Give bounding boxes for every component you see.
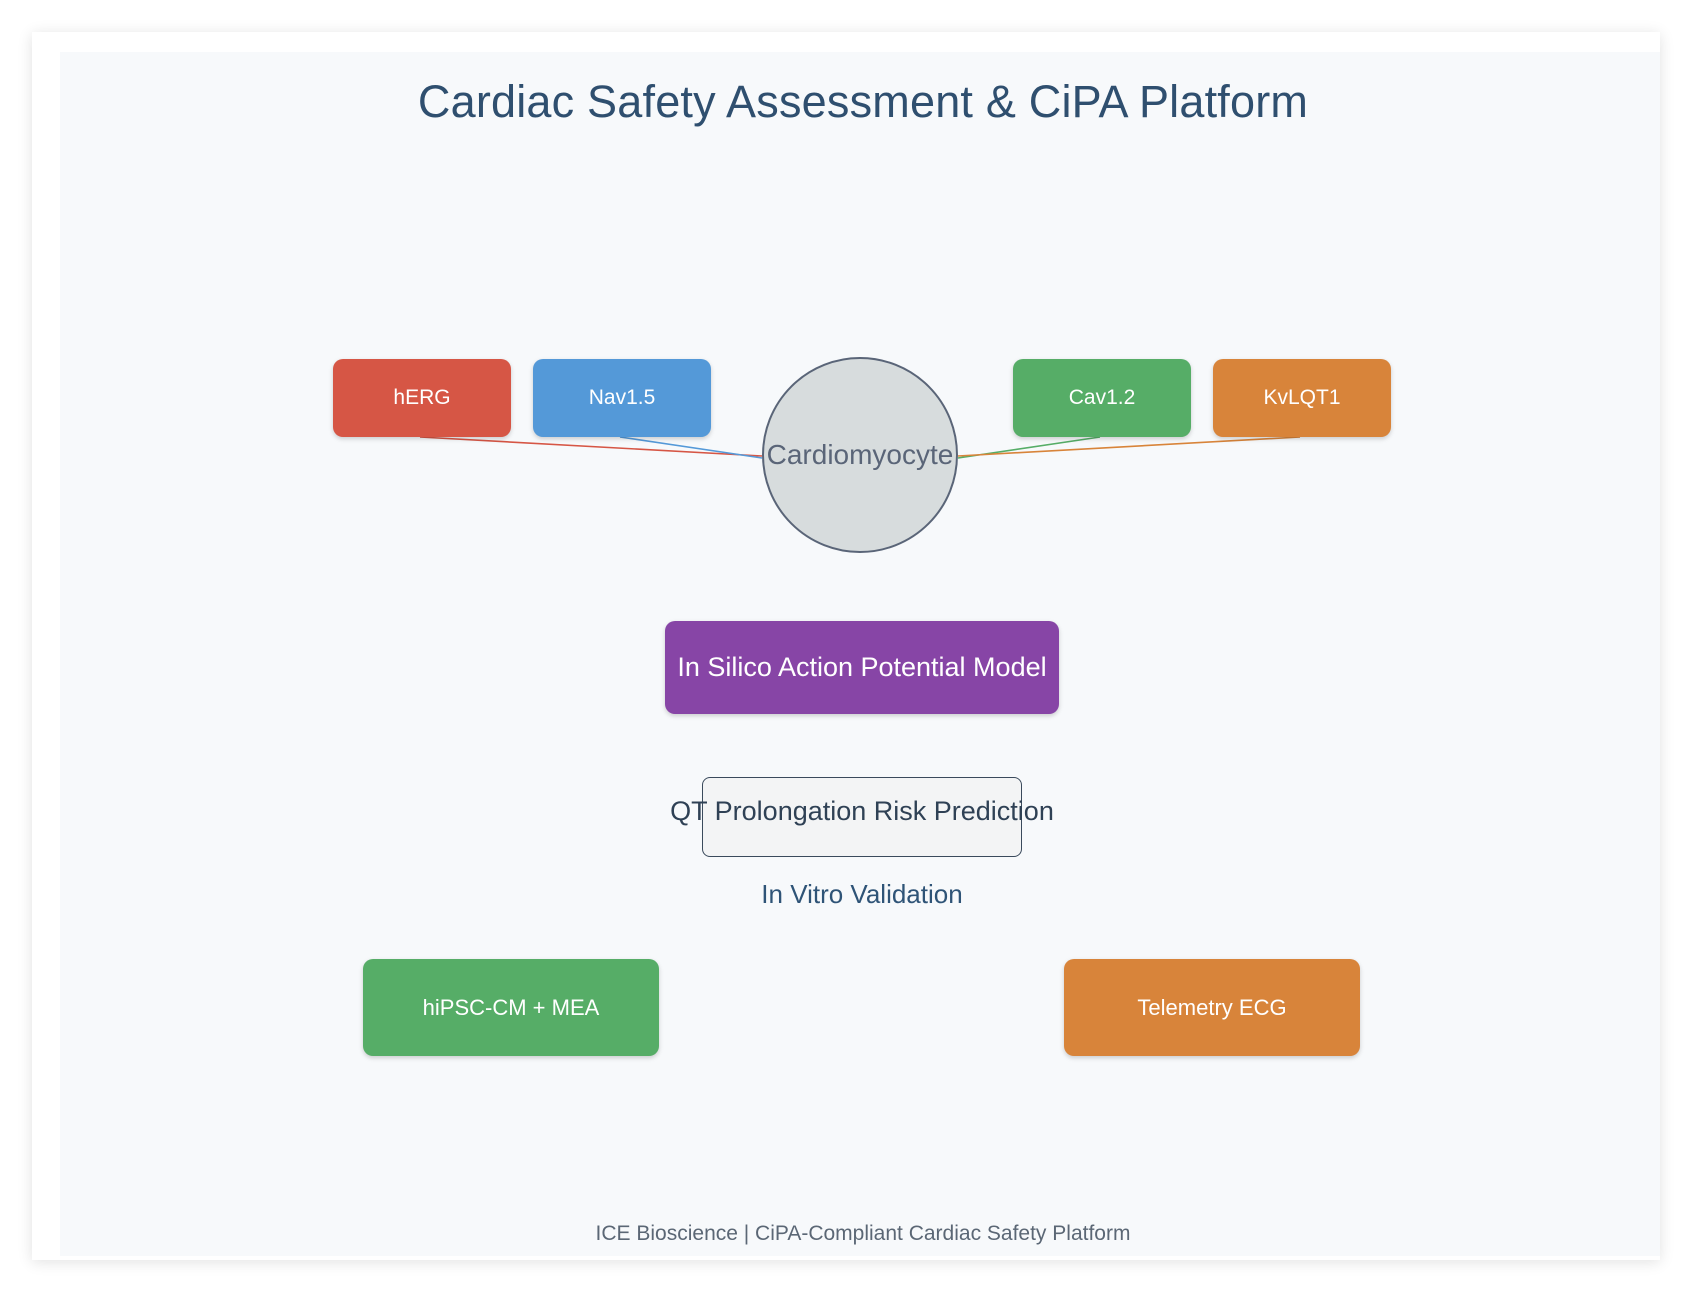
connector-herg [419,436,763,457]
qt-risk-label: QT Prolongation Risk Prediction [670,796,1054,826]
in-silico-model-box: In Silico Action Potential Model [665,621,1059,714]
assay-box-hipsc-mea: hiPSC-CM + MEA [363,959,659,1056]
connector-kvlqt1 [957,436,1301,457]
channel-box-kvlqt1: KvLQT1 [1213,359,1391,437]
cardiomyocyte-node: Cardiomyocyte [762,357,958,553]
qt-risk-box [702,777,1022,857]
diagram-title: Cardiac Safety Assessment & CiPA Platfor… [417,76,1309,127]
assay-box-telemetry-ecg: Telemetry ECG [1064,959,1360,1056]
channel-box-herg: hERG [333,359,511,437]
in-vitro-validation-label: In Vitro Validation [761,879,963,909]
cardiomyocyte-label: Cardiomyocyte [766,439,954,470]
channel-box-nav15: Nav1.5 [533,359,711,437]
connector-nav15 [619,436,763,459]
channel-box-cav12: Cav1.2 [1013,359,1191,437]
footer-credit: ICE Bioscience | CiPA-Compliant Cardiac … [595,1222,1131,1245]
in-silico-model-label: In Silico Action Potential Model [677,652,1047,682]
